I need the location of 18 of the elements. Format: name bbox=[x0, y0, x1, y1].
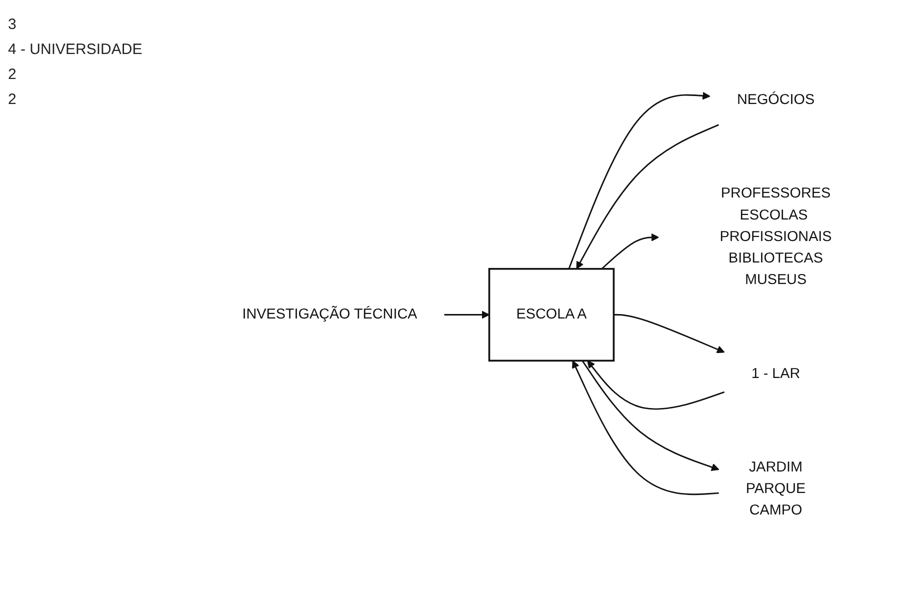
arrow bbox=[576, 124, 719, 270]
arrow bbox=[572, 360, 719, 496]
arrow bbox=[444, 311, 490, 319]
node-box: ESCOLA A bbox=[488, 268, 615, 362]
node-text: JARDIM PARQUE CAMPO bbox=[746, 460, 806, 518]
arrow bbox=[601, 234, 660, 270]
arrow bbox=[582, 360, 720, 472]
arrow bbox=[587, 360, 725, 410]
note-label: 2 bbox=[8, 91, 18, 108]
node-text: INVESTIGAÇÃO TÉCNICA bbox=[242, 306, 418, 322]
node-text: 1 - LAR bbox=[751, 366, 800, 382]
note-label: 3 bbox=[8, 16, 18, 33]
arrow bbox=[614, 314, 725, 354]
node-text: PROFESSORES ESCOLAS PROFISSIONAIS BIBLIOTECAS MUSEUS bbox=[720, 186, 832, 288]
arrow bbox=[568, 92, 710, 270]
note-label: 2 bbox=[8, 66, 18, 83]
note-label: 4 - UNIVERSIDADE bbox=[8, 41, 144, 58]
node-text: NEGÓCIOS bbox=[736, 92, 815, 108]
